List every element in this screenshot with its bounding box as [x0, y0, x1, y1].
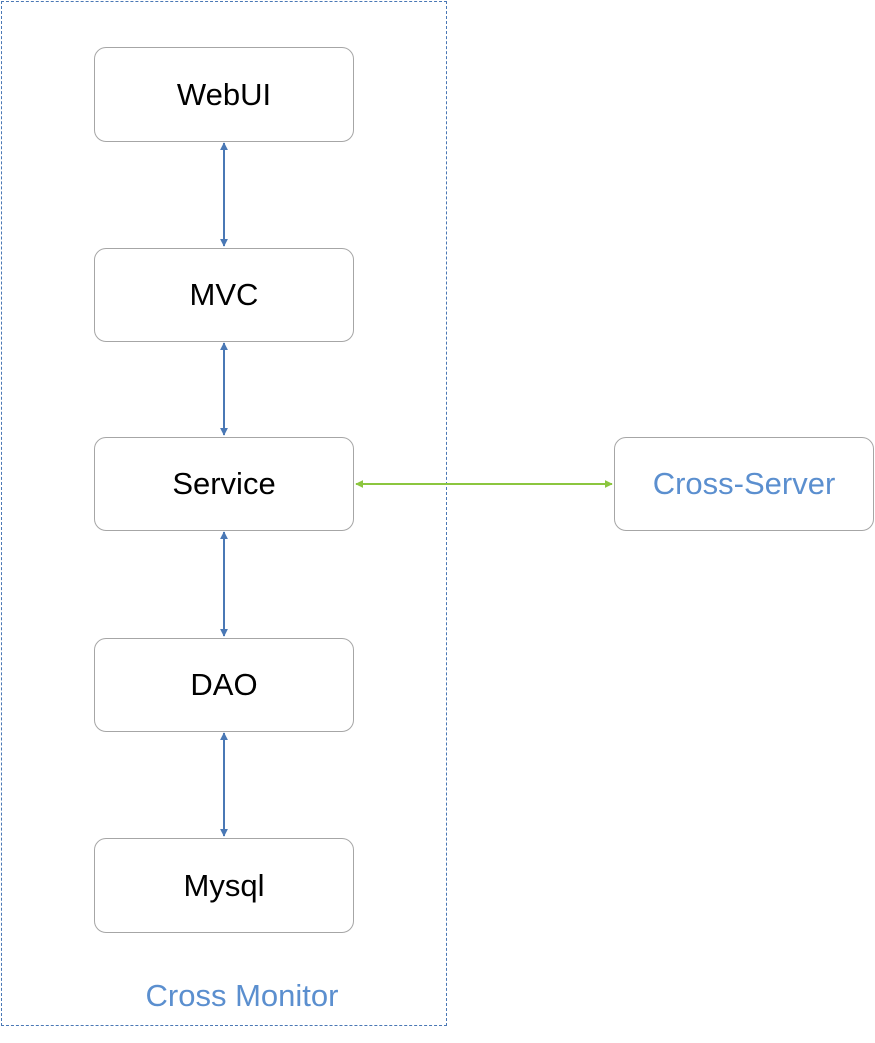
mvc-node: MVC: [94, 248, 354, 342]
cross-monitor-label: Cross Monitor: [145, 978, 339, 1013]
cross-server-node: Cross-Server: [614, 437, 874, 531]
service-label: Service: [172, 466, 276, 501]
cross-server-label: Cross-Server: [652, 466, 836, 501]
mysql-node: Mysql: [94, 838, 354, 933]
service-node: Service: [94, 437, 354, 531]
dao-node: DAO: [94, 638, 354, 732]
cross-monitor-boundary: [1, 1, 447, 1026]
mysql-label: Mysql: [183, 867, 265, 903]
mvc-label: MVC: [189, 277, 259, 312]
webui-label: WebUI: [176, 76, 272, 112]
dao-label: DAO: [190, 667, 258, 702]
webui-node: WebUI: [94, 47, 354, 142]
